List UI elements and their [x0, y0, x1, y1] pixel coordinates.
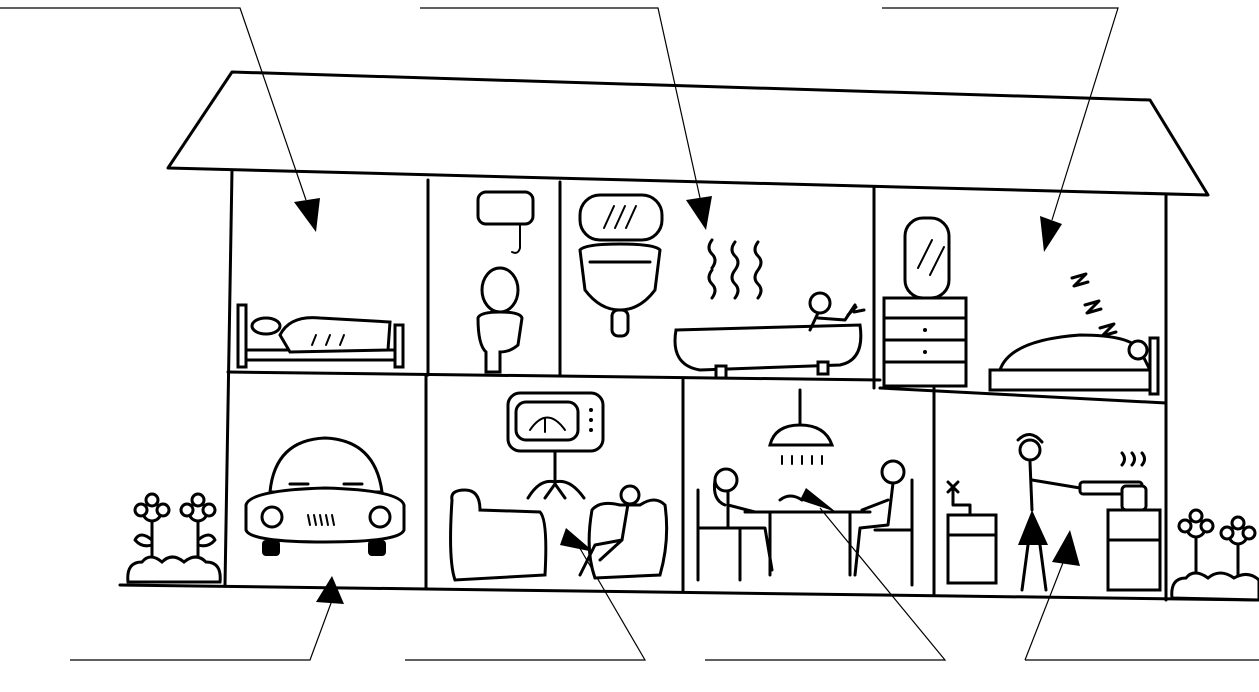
person-right-icon [855, 461, 912, 585]
middle-floor [228, 372, 880, 380]
garage [246, 438, 404, 556]
flowers-right [1172, 510, 1259, 600]
car-icon [246, 438, 404, 556]
kitchen [948, 434, 1160, 590]
flower-icon [135, 494, 169, 560]
flower-icon-3 [1179, 510, 1213, 575]
callout-top-left [0, 8, 320, 232]
living-room [451, 393, 667, 580]
steam-icon [709, 240, 761, 298]
callout-top-middle [420, 8, 712, 230]
table-icon [745, 496, 870, 575]
roof [168, 72, 1208, 195]
flowers-left [128, 494, 220, 582]
bed-icon [238, 305, 403, 367]
bushes [128, 557, 220, 582]
dining-room [698, 390, 912, 585]
callout-top-right [882, 8, 1118, 252]
sink-icon [580, 244, 660, 336]
dresser-icon [884, 218, 966, 386]
lamp-icon [770, 390, 832, 464]
toilet-room [478, 192, 533, 372]
woman-cooking-icon [1018, 434, 1080, 590]
bathtub-icon [675, 293, 864, 378]
bushes-right [1172, 573, 1259, 600]
house-left-wall [225, 170, 232, 585]
person-left-icon [698, 469, 772, 580]
toilet-icon [478, 192, 533, 372]
tv-icon [508, 393, 603, 498]
bed-icon-2 [990, 335, 1158, 394]
tap-icon [948, 482, 996, 583]
flower-icon-2 [181, 494, 215, 560]
zzz-icon [1072, 274, 1116, 336]
bedroom [238, 305, 403, 367]
master-bedroom [884, 218, 1158, 394]
mirror-icon [580, 195, 662, 240]
armchair-person-icon [580, 486, 667, 578]
bathroom [580, 195, 864, 378]
armchair-icon [451, 490, 546, 580]
flower-icon-4 [1221, 517, 1255, 580]
stove-icon [1080, 453, 1160, 590]
ground-line [120, 585, 1259, 600]
